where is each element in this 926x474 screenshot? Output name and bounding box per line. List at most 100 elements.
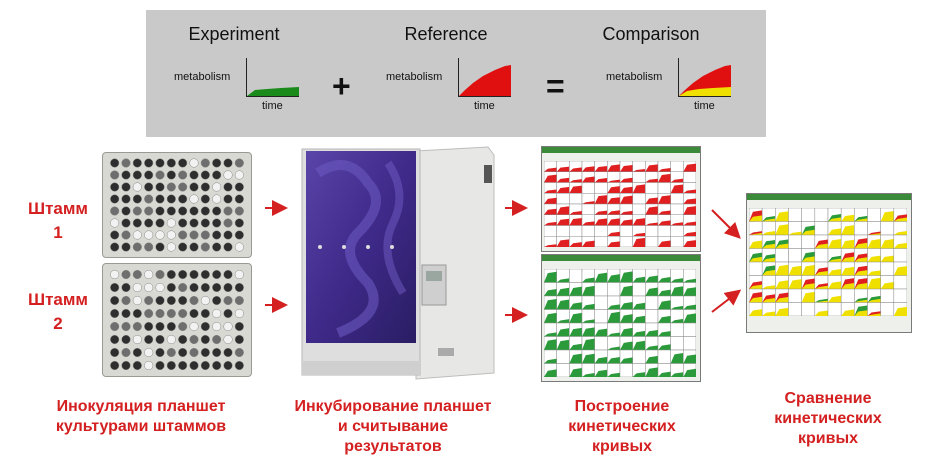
- kinetic-curve: [632, 276, 646, 283]
- plate-well: [166, 308, 176, 319]
- reference-title: Reference: [404, 24, 488, 44]
- kinetic-curve: [544, 221, 557, 226]
- plate-well: [132, 170, 142, 180]
- kinetic-curve: [632, 315, 646, 323]
- grid-cell: [556, 193, 570, 205]
- plate-well: [189, 269, 199, 280]
- kinetic-curve: [632, 340, 646, 350]
- kinetic-curve: [569, 185, 582, 194]
- plate-well: [121, 218, 131, 228]
- kinetic-curve: [658, 344, 671, 350]
- grid-cell: [880, 221, 895, 236]
- plate-well: [212, 206, 222, 216]
- kinetic-curve: [762, 311, 776, 316]
- kinetic-curve: [582, 372, 595, 377]
- kinetic-curve: [607, 372, 620, 377]
- plate-well: [212, 170, 222, 180]
- kinetic-curve: [893, 231, 907, 235]
- plate-well: [189, 194, 199, 204]
- kinetic-curve: [893, 306, 907, 316]
- kinetic-curve: [544, 244, 557, 247]
- grid-cell: [556, 349, 570, 364]
- grid-cell: [594, 282, 608, 297]
- grid-cell: [632, 193, 646, 205]
- kinetic-curve: [670, 372, 684, 377]
- kinetic-curve: [594, 195, 608, 204]
- kinetic-curve: [814, 300, 828, 303]
- plate-well: [178, 182, 188, 192]
- plate-well: [144, 334, 154, 345]
- kinetic-curve: [880, 255, 894, 262]
- kinetic-curve: [544, 174, 557, 183]
- kinetic-curve: [544, 298, 557, 310]
- kinetic-curve: [841, 309, 855, 316]
- grid-cell: [632, 282, 646, 297]
- kinetic-curve: [683, 240, 696, 247]
- kinetic-curve: [762, 285, 776, 289]
- kinetic-curve: [762, 269, 776, 276]
- experiment-xlabel: time: [262, 100, 283, 112]
- plate-well: [178, 321, 188, 332]
- kinetic-curve: [854, 270, 868, 276]
- plate-well: [189, 182, 199, 192]
- kinetic-curve: [801, 265, 815, 276]
- kinetic-curve: [620, 302, 633, 310]
- grid-cell: [670, 336, 684, 351]
- strain-2-label: Штамм 2: [18, 288, 98, 336]
- experiment-chart: metabolism time: [174, 56, 324, 116]
- grid-cell: [556, 363, 570, 377]
- plate-well: [144, 242, 154, 252]
- plate-well: [234, 182, 244, 192]
- kinetic-curve: [762, 297, 776, 303]
- plate-well: [132, 295, 142, 306]
- experiment-title: Experiment: [188, 24, 280, 44]
- plate-well: [212, 295, 222, 306]
- plate-well: [110, 308, 120, 319]
- grid-cell: [594, 225, 608, 237]
- kinetic-curve: [620, 314, 633, 323]
- kinetic-curve: [645, 178, 658, 183]
- kinetic-curve: [645, 367, 658, 377]
- kinetic-curve: [569, 343, 582, 350]
- plate-well: [223, 334, 233, 345]
- plate-well: [110, 334, 120, 345]
- kinetic-curve: [569, 211, 582, 215]
- kinetic-curve: [801, 291, 815, 303]
- plate-well: [144, 218, 154, 228]
- plate-well: [144, 282, 154, 293]
- plate-well: [189, 347, 199, 358]
- kinetic-curve: [683, 287, 696, 296]
- grid-cell: [670, 225, 684, 237]
- plate-well: [189, 308, 199, 319]
- plate-well: [178, 230, 188, 240]
- kinetic-curve: [814, 310, 828, 316]
- kinetic-curve: [658, 173, 671, 183]
- grid-cell: [670, 203, 684, 215]
- kinetic-curve: [607, 274, 620, 283]
- grid-cell: [788, 234, 802, 249]
- grid-cell: [683, 322, 696, 337]
- kinetic-curve: [841, 256, 855, 262]
- kinetic-grid-strain-2: [541, 254, 701, 382]
- grid-cell: [645, 236, 659, 247]
- grid-cell: [632, 203, 646, 215]
- kinetic-curve: [854, 242, 868, 249]
- grid-cell: [788, 248, 802, 263]
- kinetic-curve: [683, 278, 696, 283]
- reference-axes: [458, 58, 511, 97]
- plate-well: [155, 242, 165, 252]
- plate-well: [132, 282, 142, 293]
- plate-well: [234, 360, 244, 371]
- kinetic-curve: [670, 318, 684, 323]
- kinetic-curve: [658, 289, 671, 296]
- plate-well: [189, 230, 199, 240]
- grid-2-titlebar: [542, 255, 700, 261]
- kinetic-curve: [683, 304, 696, 310]
- kinetic-curve: [841, 266, 855, 276]
- kinetic-curve: [749, 215, 763, 222]
- grid-cell: [683, 171, 696, 183]
- kinetic-curve: [880, 282, 894, 289]
- plate-well: [234, 295, 244, 306]
- plate-well: [223, 218, 233, 228]
- plate-well: [110, 242, 120, 252]
